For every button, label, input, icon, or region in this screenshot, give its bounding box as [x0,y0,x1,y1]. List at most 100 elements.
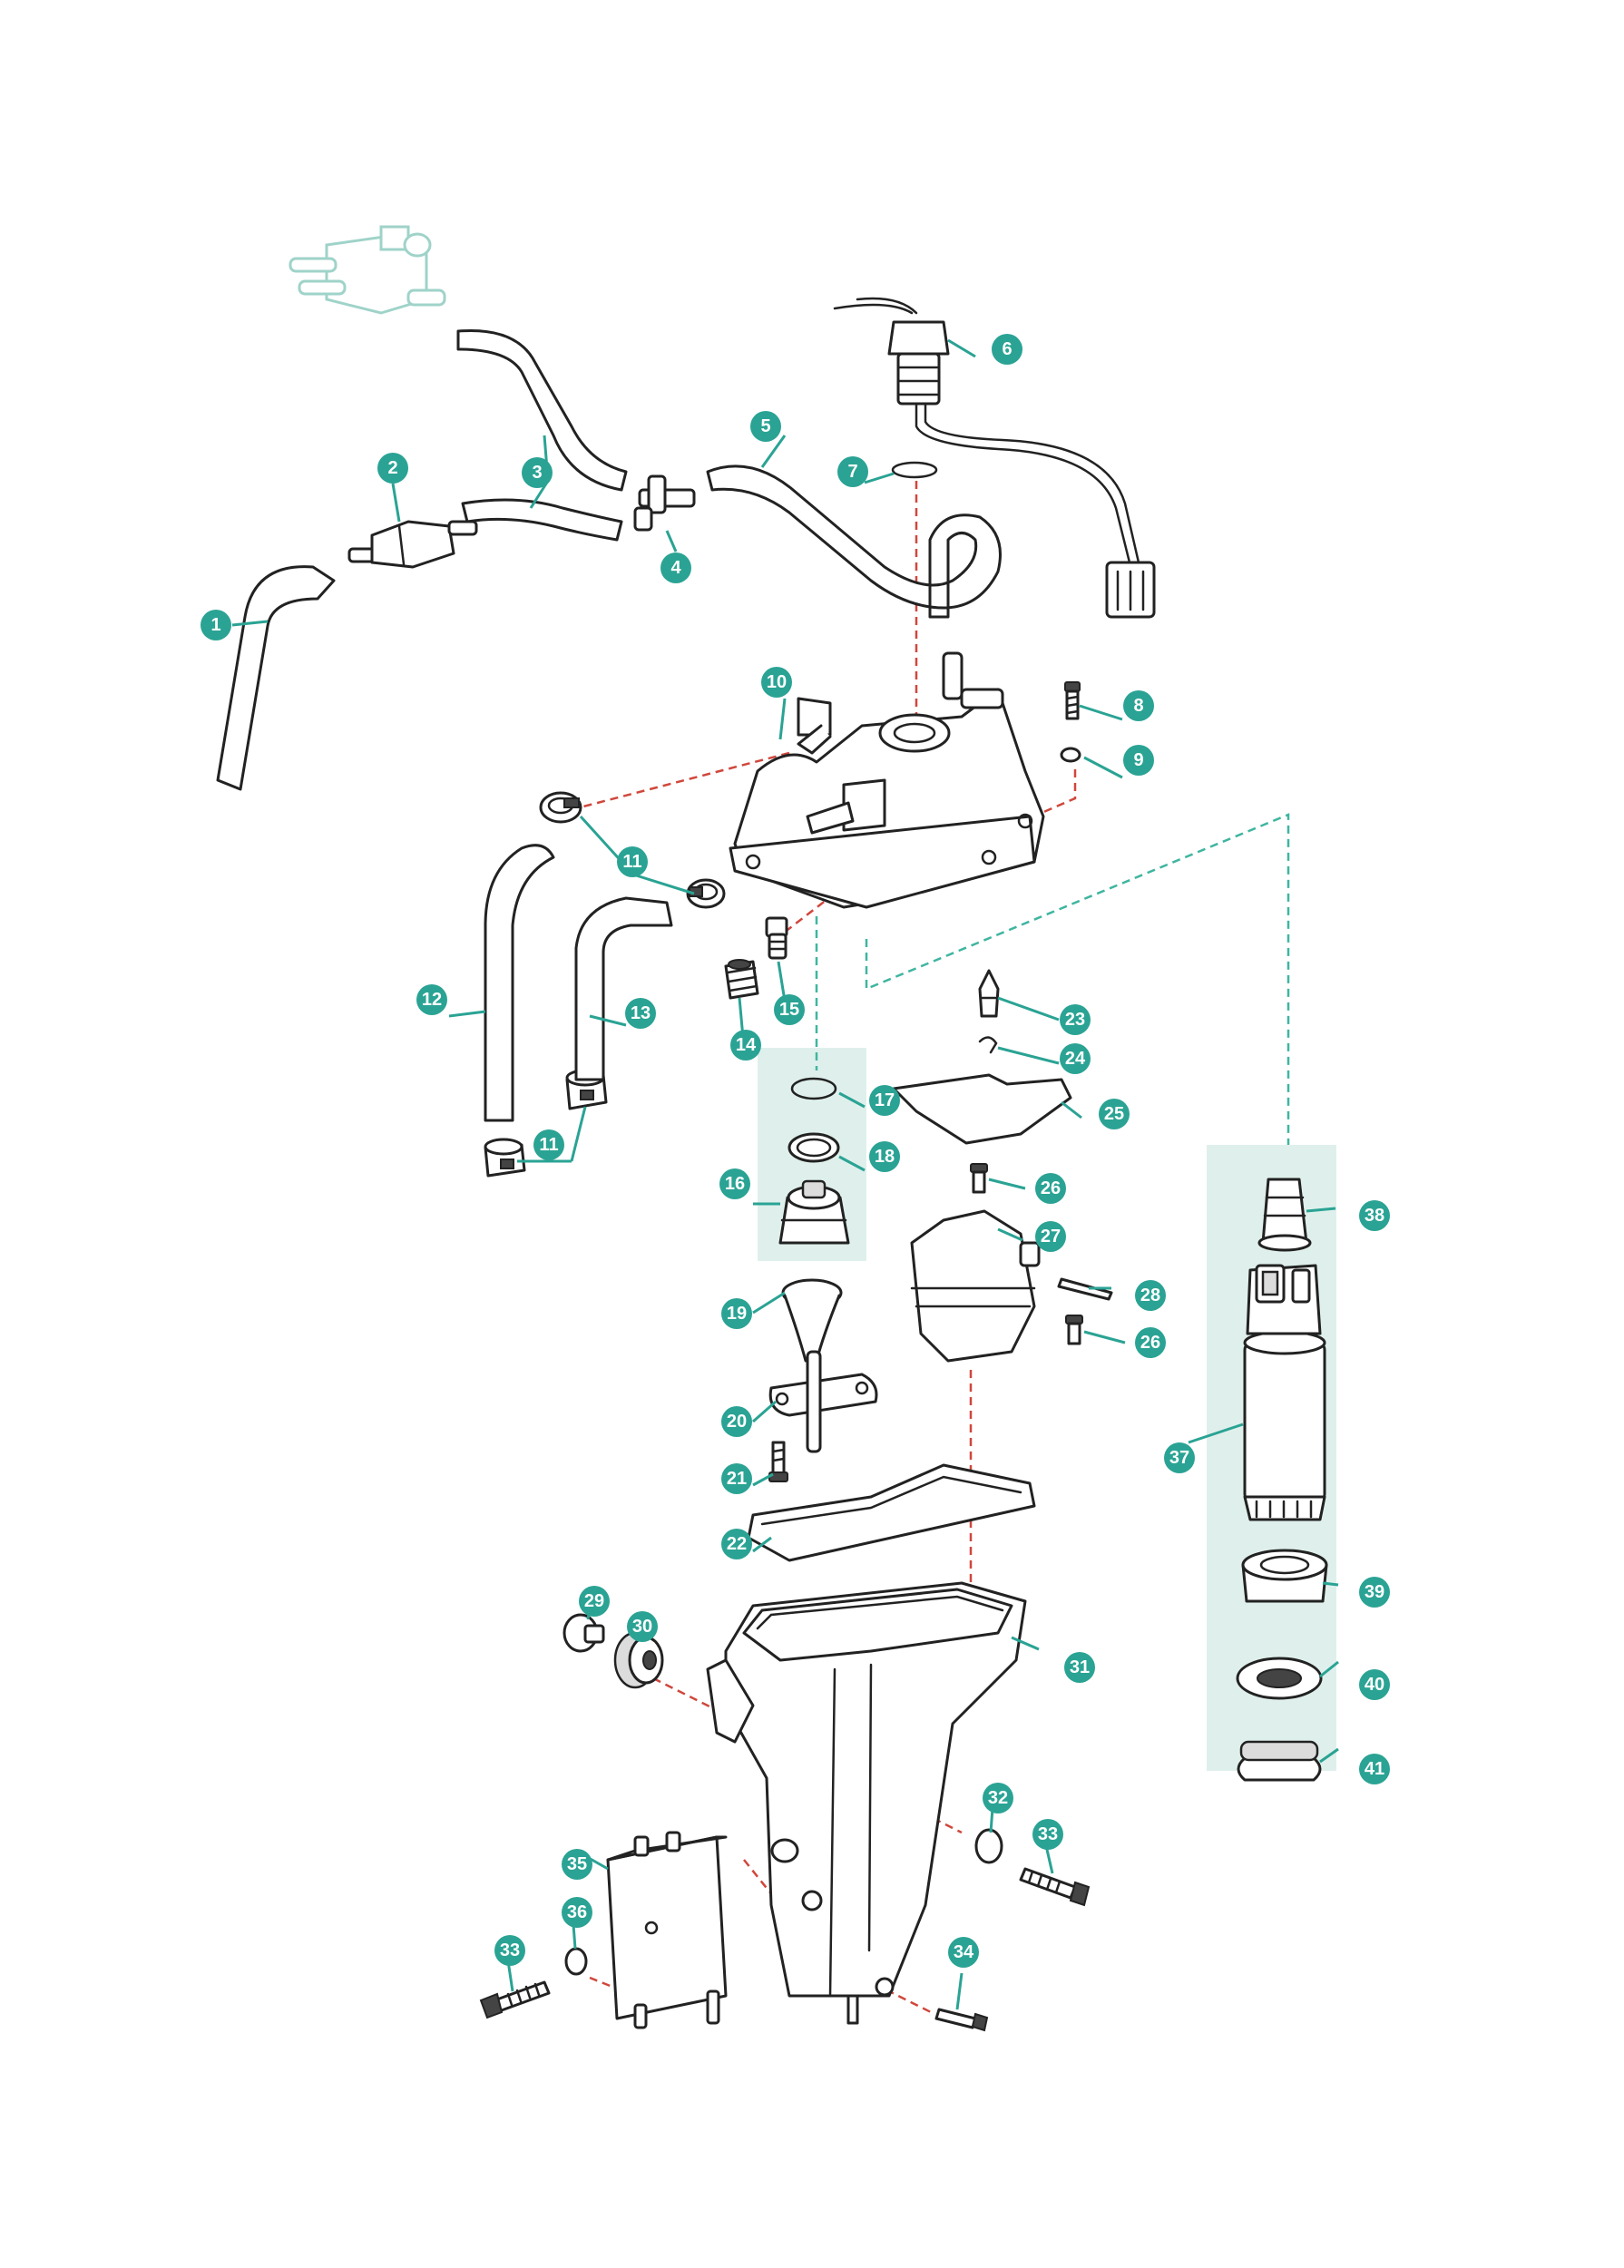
svg-text:28: 28 [1140,1286,1160,1305]
part-tank-cover-10 [729,651,1045,909]
callout-10: 10 [761,667,792,698]
part-hose-1 [216,565,336,791]
svg-text:2: 2 [387,458,397,478]
callout-37: 37 [1164,1442,1195,1473]
svg-text:38: 38 [1365,1206,1384,1226]
callout-24: 24 [1060,1043,1091,1074]
callout-33b: 33 [494,1935,525,1966]
svg-text:16: 16 [725,1174,745,1194]
part-bolt-33a [1019,1867,1091,1907]
callout-12: 12 [416,984,447,1015]
callout-40: 40 [1359,1669,1390,1700]
svg-text:22: 22 [727,1534,747,1554]
part-hose-13 [574,896,673,1081]
part-module-27 [910,1209,1041,1363]
svg-text:31: 31 [1070,1657,1090,1677]
part-o-ring-18 [788,1132,840,1163]
svg-text:25: 25 [1104,1104,1124,1124]
svg-text:11: 11 [539,1135,558,1155]
part-screw-21 [768,1441,788,1482]
part-hose-3 [456,328,628,542]
callout-11a: 11 [617,846,648,877]
part-cap-29 [563,1613,605,1653]
part-fitting-14 [724,959,759,1000]
part-pin-23 [978,969,1000,1018]
callout-leaders [231,338,1339,2010]
svg-text:10: 10 [767,672,787,692]
part-pressure-regulator-16 [778,1179,850,1245]
part-pickup-19 [781,1278,843,1363]
svg-text:24: 24 [1065,1049,1086,1069]
part-clip-24 [978,1036,998,1054]
svg-text:26: 26 [1041,1178,1061,1198]
svg-text:30: 30 [632,1617,652,1637]
callout-31: 31 [1064,1652,1095,1683]
part-washer-36 [564,1947,588,1976]
svg-text:20: 20 [727,1412,747,1432]
callout-9: 9 [1123,745,1154,776]
callout-2: 2 [377,453,408,484]
callout-39: 39 [1359,1577,1390,1608]
part-washer-32 [974,1828,1003,1864]
callout-25: 25 [1099,1099,1130,1129]
callout-35: 35 [562,1849,592,1880]
part-plate-25 [892,1073,1072,1145]
callout-1: 1 [201,610,231,640]
callout-15: 15 [774,994,805,1025]
svg-text:41: 41 [1365,1759,1384,1779]
callout-33a: 33 [1032,1819,1063,1850]
part-screw-8 [1064,681,1081,720]
part-cooler-35 [606,1831,728,2029]
reference-pump-ghost [289,225,446,315]
svg-text:29: 29 [584,1591,604,1611]
svg-text:27: 27 [1041,1227,1061,1246]
callout-8: 8 [1123,690,1154,721]
svg-text:35: 35 [567,1854,587,1874]
callout-14: 14 [730,1030,761,1061]
svg-text:7: 7 [847,462,857,482]
part-gasket-tube-20 [768,1350,878,1453]
part-sensor-6 [833,297,1156,619]
part-pump-cap-38 [1257,1178,1312,1252]
svg-text:23: 23 [1065,1010,1085,1030]
part-o-ring-7 [891,461,938,479]
svg-text:33: 33 [500,1941,520,1960]
callout-7: 7 [837,456,868,487]
callout-5: 5 [750,411,781,442]
svg-text:13: 13 [631,1003,651,1023]
callout-27: 27 [1035,1221,1066,1252]
callout-41: 41 [1359,1754,1390,1784]
svg-text:18: 18 [875,1147,895,1167]
part-pump-seal-40 [1236,1657,1323,1700]
callout-13: 13 [625,998,656,1029]
part-clamp-11a [539,791,582,824]
svg-text:19: 19 [727,1304,747,1324]
svg-text:6: 6 [1002,339,1012,359]
svg-text:11: 11 [622,852,641,872]
svg-text:14: 14 [736,1035,757,1055]
part-clamp-11d [484,1138,526,1178]
part-gasket-22 [747,1463,1036,1562]
svg-text:3: 3 [532,463,542,483]
callout-6: 6 [992,334,1022,365]
callout-21: 21 [721,1463,752,1494]
svg-text:34: 34 [954,1942,974,1962]
svg-text:32: 32 [988,1788,1008,1808]
svg-text:39: 39 [1365,1582,1384,1602]
callout-34: 34 [948,1937,979,1968]
part-screw-26a [970,1163,988,1194]
callout-11b: 11 [533,1129,564,1160]
callout-28: 28 [1135,1280,1166,1311]
svg-text:15: 15 [779,1000,799,1020]
svg-text:26: 26 [1140,1333,1160,1353]
part-washer-9 [1060,747,1081,763]
part-pump-filter-41 [1237,1740,1322,1782]
part-pump-base-39 [1241,1549,1328,1603]
svg-text:12: 12 [422,990,442,1010]
svg-text:1: 1 [210,615,220,635]
callout-26b: 26 [1135,1327,1166,1358]
svg-text:33: 33 [1038,1824,1058,1844]
callout-19: 19 [721,1298,752,1329]
part-t-fitting-4 [633,474,696,532]
